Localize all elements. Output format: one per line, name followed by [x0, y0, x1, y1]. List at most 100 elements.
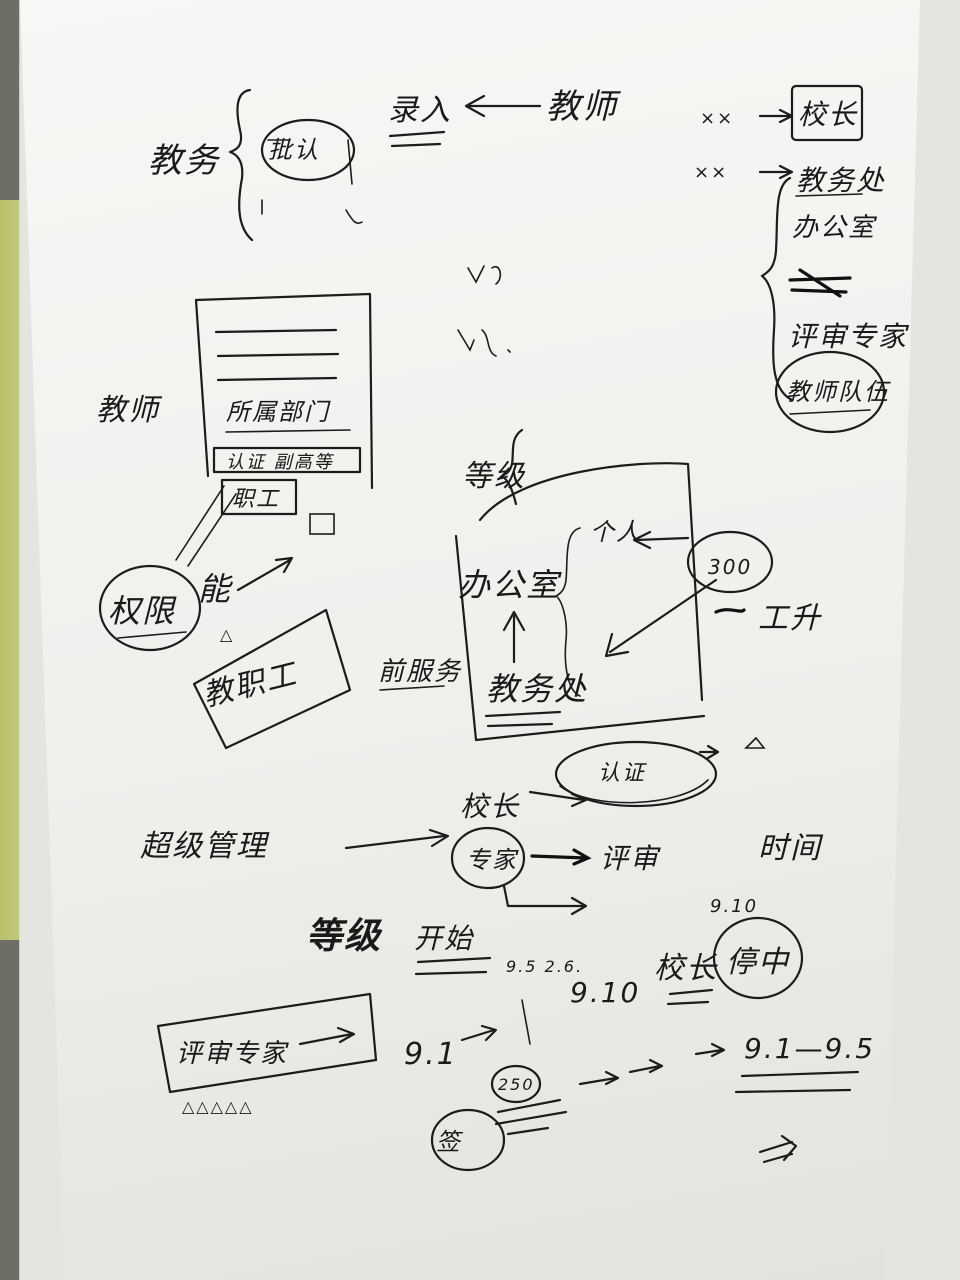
underline-kaishi [414, 956, 492, 976]
label-jiaowuchu: 教务处 [796, 164, 886, 197]
arrow-neng [236, 556, 294, 592]
box-renzheng [212, 446, 362, 474]
double-arrow-bottom [758, 1134, 798, 1164]
box-pingshen [156, 992, 378, 1094]
label-250: 250 [498, 1075, 535, 1094]
tick-mark [345, 209, 363, 225]
form-lines [214, 328, 340, 382]
label-jiaoshi-top: 教师 [546, 87, 621, 127]
circle-zhuanjia [450, 826, 526, 890]
label-neng: 能 [198, 570, 233, 608]
underline-jiaowuchu [795, 193, 863, 197]
box-xiaozhang-top [790, 84, 864, 142]
arrow-in-pingshen-box [298, 1026, 356, 1046]
underline-qianfuwu [379, 685, 445, 691]
label-jiaowu-left: 教务 [148, 141, 221, 181]
label-xiaozhang-mid: 校长 [460, 790, 520, 823]
big-box-dengji [454, 462, 706, 742]
underline-range [734, 1070, 860, 1094]
label-quanxian: 权限 [108, 592, 177, 630]
label-date-910b: 9.10 [710, 896, 758, 917]
label-xiaozhang-bottom: 校长 [654, 951, 718, 986]
label-dengji-bottom: 等级 [306, 916, 383, 957]
arrow-chaoji-to-xiaozhang [344, 828, 450, 850]
underline-luru [388, 130, 446, 148]
label-zhuanjia: 专家 [466, 846, 519, 874]
brace-inner [554, 527, 581, 697]
scribble-300 [714, 608, 746, 614]
box-jiaozhigong [192, 608, 352, 750]
label-marks: △△△△△ [182, 1097, 254, 1116]
circle-300 [686, 530, 774, 594]
label-xiaozhang-top: 校长 [798, 98, 858, 131]
arrow-bubble-right [698, 744, 720, 760]
arrow-up-inner [502, 610, 526, 664]
label-jiaozhigong: 教职工 [199, 656, 302, 713]
divider-line [521, 999, 531, 1045]
underline-quanxian [117, 631, 187, 639]
circle-bottom-left [430, 1108, 506, 1172]
paper-sheet [20, 0, 920, 1280]
arrow-250-strokes [494, 1098, 568, 1136]
label-kaishi: 开始 [414, 922, 475, 955]
label-date-91: 9.1 [404, 1037, 458, 1072]
circle-quanxian [98, 564, 202, 652]
label-jiaowuchu-mid: 教务处 [486, 670, 588, 708]
label-suoshu-bumen: 所属部门 [226, 398, 331, 426]
arrow-to-brace-right [758, 164, 794, 180]
label-bangongshi: 办公室 [792, 213, 878, 243]
label-range: 9.1—9.5 [744, 1032, 875, 1065]
label-shijian: 时间 [758, 831, 824, 866]
circle-piqueren [260, 118, 356, 182]
arrow-to-geren [632, 530, 690, 550]
box-zhicheng [220, 478, 298, 516]
underline-suoshu [225, 429, 351, 433]
lines-form-to-quanxian [175, 485, 237, 567]
marks-piqueren [261, 139, 353, 215]
label-renzheng-bubble: 认证 [598, 761, 647, 786]
underline-jiaoshi-duiwu [789, 409, 871, 415]
label-luru: 录入 [388, 93, 452, 128]
label-tingzhong: 停中 [726, 945, 791, 980]
arrow-from-91 [460, 1024, 498, 1042]
label-bottom-circle: 签 [436, 1128, 464, 1156]
arrow-xiaozhang-mid [528, 790, 588, 808]
label-tri-small: △ [220, 625, 234, 644]
arrow-to-range [694, 1042, 726, 1058]
brace-right [760, 176, 794, 402]
arrow-jiaoshi-to-luru [464, 94, 542, 118]
label-300: 300 [708, 555, 752, 579]
label-gongsheng: 工升 [758, 601, 822, 636]
circle-tingzhong [712, 916, 804, 1000]
triangle-right [744, 736, 766, 749]
scribble-mid-1 [467, 265, 502, 285]
label-xx-2: ×× [694, 162, 728, 183]
label-pingshen-short: 评审 [600, 842, 661, 875]
label-date-910a: 9.10 [570, 976, 640, 1009]
underline-jiaowuchu-mid [484, 710, 562, 728]
arrows-to-range [578, 1058, 664, 1086]
label-chaoji-guanli: 超级管理 [140, 829, 270, 864]
label-date-9526: 9.5 2.6. [506, 957, 583, 976]
label-renzheng: 认证 副高等 [226, 452, 335, 473]
brace-dengji [500, 428, 524, 506]
arrow-zhuanjia-down [502, 884, 588, 916]
label-dengji: 等级 [462, 459, 526, 494]
underline-xiaozhang-bottom [666, 988, 714, 1006]
label-pingshen-box: 评审专家 [176, 1039, 289, 1069]
circle-250 [490, 1064, 542, 1104]
label-jiaoshi-mid: 教师 [96, 393, 163, 428]
label-pingshen: 评审专家 [788, 320, 910, 353]
arrow-300-to-inner [604, 578, 718, 658]
label-bangongshi-mid: 办公室 [458, 566, 562, 604]
brace-jiaowu [228, 88, 254, 242]
scribble-struck [788, 268, 852, 298]
small-box [309, 513, 335, 535]
label-geren: 个人 [590, 518, 642, 546]
bubble-renzheng [554, 740, 718, 808]
circle-jiaoshi-duiwu [774, 350, 886, 434]
label-qianfuwu: 前服务 [378, 657, 462, 687]
label-zhicheng: 职工 [232, 487, 280, 512]
label-jiaoshi-duiwu: 教师队伍 [786, 378, 891, 406]
